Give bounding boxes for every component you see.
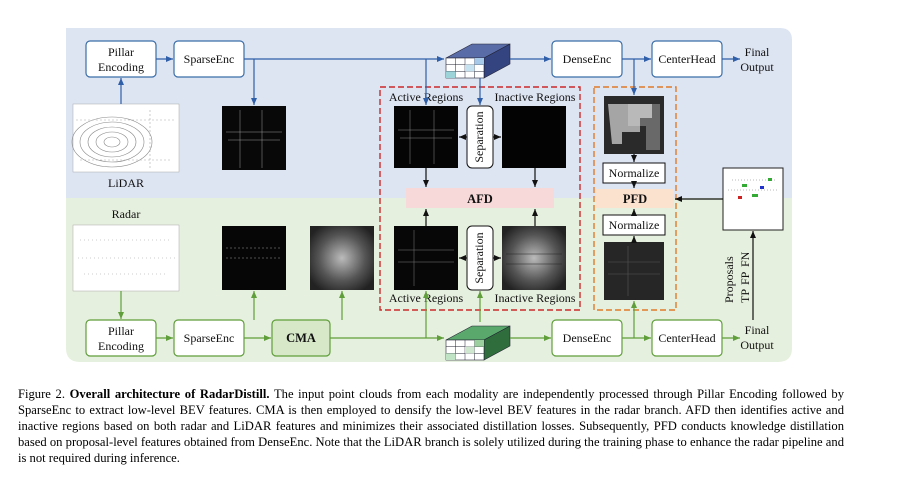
lidar-dense-enc-label: DenseEnc bbox=[563, 52, 612, 66]
legend-tp: TP bbox=[738, 289, 752, 303]
proposals-label: Proposals bbox=[722, 256, 736, 303]
lidar-sparse-enc-label: SparseEnc bbox=[184, 52, 235, 66]
caption-title: Overall architecture of RadarDistill. bbox=[69, 387, 270, 401]
radar-dense-enc-label: DenseEnc bbox=[563, 331, 612, 345]
lidar-final-output-line1: Final bbox=[745, 45, 770, 59]
lidar-arrows bbox=[118, 56, 740, 105]
radar-sparse-enc-label: SparseEnc bbox=[184, 331, 235, 345]
radar-bev-grid-cube bbox=[445, 325, 511, 361]
architecture-diagram: Pillar Encoding SparseEnc DenseEnc Cente… bbox=[66, 28, 792, 362]
lidar-input-label: LiDAR bbox=[108, 176, 144, 190]
pfd-band bbox=[596, 189, 674, 208]
lidar-center-head-label: CenterHead bbox=[658, 52, 715, 66]
lidar-pillar-encoding-line1: Pillar bbox=[108, 45, 134, 59]
afd-separation-top-label: Separation bbox=[472, 111, 486, 162]
lidar-point-cloud-image bbox=[72, 103, 180, 173]
afd-band bbox=[406, 188, 554, 208]
lidar-rings bbox=[71, 110, 176, 168]
lidar-pillar-encoding-line2: Encoding bbox=[98, 60, 144, 74]
radar-final-output-line1: Final bbox=[745, 323, 770, 337]
afd-lidar-inactive-map bbox=[502, 106, 566, 168]
afd-label: AFD bbox=[467, 192, 493, 206]
radar-final-output-line2: Output bbox=[740, 338, 774, 352]
radar-arrows bbox=[118, 291, 740, 341]
afd-inactive-regions-bottom: Inactive Regions bbox=[495, 291, 576, 305]
radar-cma-feature-map bbox=[310, 226, 374, 290]
caption-body: The input point clouds from each modalit… bbox=[18, 387, 844, 465]
afd-inactive-regions-top: Inactive Regions bbox=[495, 90, 576, 104]
figure-caption: Figure 2. Overall architecture of RadarD… bbox=[18, 386, 844, 466]
radar-pillar-encoding-line2: Encoding bbox=[98, 339, 144, 353]
legend-fp: FP bbox=[738, 271, 752, 285]
afd-separation-bottom-label: Separation bbox=[472, 232, 486, 283]
pfd-radar-feature-map bbox=[604, 242, 664, 300]
lidar-sparse-feature-map bbox=[222, 106, 286, 170]
radar-pillar-encoding-line1: Pillar bbox=[108, 324, 134, 338]
afd-lidar-active-map bbox=[394, 106, 458, 168]
distillation-arrows bbox=[423, 134, 756, 320]
afd-radar-inactive-map bbox=[502, 226, 566, 290]
legend-fn: FN bbox=[738, 251, 752, 267]
lidar-final-output-line2: Output bbox=[740, 60, 774, 74]
pfd-normalize-bottom-label: Normalize bbox=[609, 218, 660, 232]
lidar-bev-grid-cube bbox=[445, 43, 511, 79]
caption-figure-number: Figure 2. bbox=[18, 387, 65, 401]
pfd-normalize-top-label: Normalize bbox=[609, 166, 660, 180]
radar-cma-label: CMA bbox=[286, 331, 316, 345]
radar-center-head-label: CenterHead bbox=[658, 331, 715, 345]
radar-input-label: Radar bbox=[112, 207, 141, 221]
pfd-label: PFD bbox=[623, 192, 647, 206]
proposals-image bbox=[722, 167, 784, 231]
afd-radar-active-map bbox=[394, 226, 458, 290]
